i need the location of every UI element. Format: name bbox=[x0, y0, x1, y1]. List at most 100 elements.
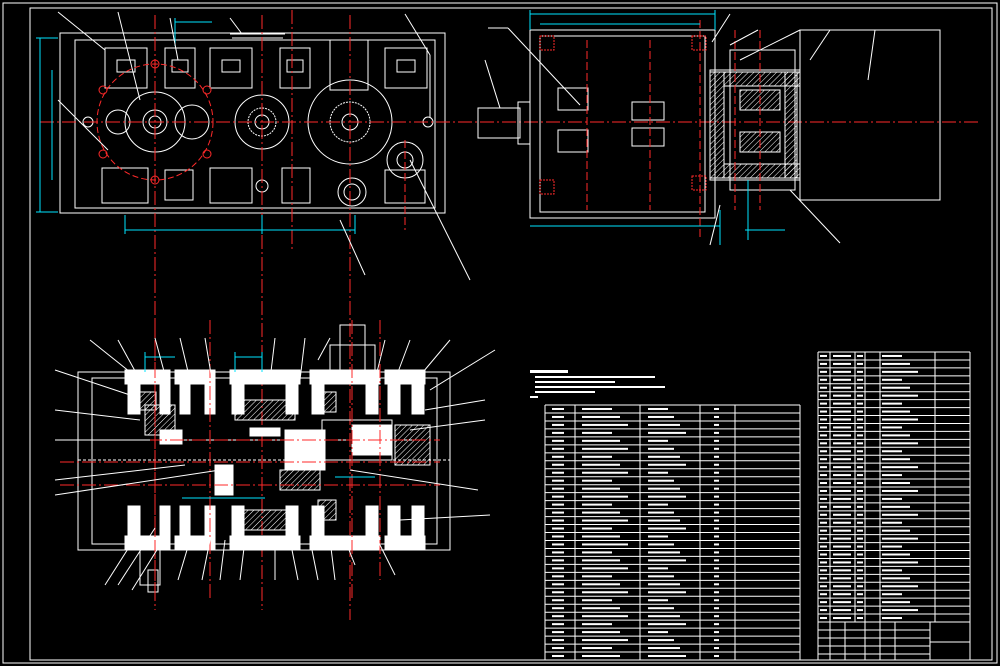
table-cell-text bbox=[648, 495, 686, 498]
table-cell-text bbox=[582, 599, 612, 602]
table-cell-text bbox=[552, 463, 564, 466]
table-cell-text bbox=[648, 647, 680, 650]
table-cell-text bbox=[552, 519, 564, 522]
table-cell-text bbox=[648, 575, 674, 578]
table-cell-text bbox=[833, 466, 851, 469]
table-cell-text bbox=[714, 447, 719, 450]
table-cell-text bbox=[552, 599, 564, 602]
table-cell-text bbox=[833, 569, 851, 572]
top-view-upper-pockets bbox=[104, 39, 428, 91]
table-cell-text bbox=[857, 426, 863, 429]
table-cell-text bbox=[833, 553, 851, 556]
table-cell-text bbox=[882, 617, 902, 620]
table-cell-text bbox=[833, 601, 851, 604]
table-cell-text bbox=[882, 513, 918, 516]
table-cell-text bbox=[833, 585, 851, 588]
table-cell-text bbox=[882, 601, 910, 604]
table-cell-text bbox=[857, 521, 863, 524]
table-cell-text bbox=[833, 577, 851, 580]
table-cell-text bbox=[833, 370, 851, 373]
table-cell-text bbox=[714, 503, 719, 506]
table-cell-text bbox=[857, 505, 863, 508]
side-view-motor bbox=[799, 29, 941, 201]
table-cell-text bbox=[882, 505, 910, 508]
table-cell-text bbox=[582, 559, 620, 562]
table-cell-text bbox=[882, 537, 918, 540]
table-cell-text bbox=[820, 505, 827, 508]
table-cell-text bbox=[820, 378, 827, 381]
table-cell-text bbox=[552, 471, 564, 474]
table-cell-text bbox=[857, 378, 863, 381]
section-view-dimensions bbox=[144, 352, 375, 499]
table-cell-text bbox=[833, 442, 851, 445]
table-cell-text bbox=[552, 575, 564, 578]
table-cell-text bbox=[648, 567, 668, 570]
table-cell-text bbox=[552, 407, 564, 410]
parts-list-middle bbox=[544, 404, 801, 661]
table-cell-text bbox=[857, 370, 863, 373]
table-cell-text bbox=[714, 615, 719, 618]
table-cell-text bbox=[582, 631, 620, 634]
table-cell-text bbox=[820, 450, 827, 453]
table-cell-text bbox=[857, 418, 863, 421]
table-cell-text bbox=[833, 450, 851, 453]
table-cell-text bbox=[552, 487, 564, 490]
table-cell-text bbox=[833, 593, 851, 596]
table-cell-text bbox=[857, 458, 863, 461]
table-cell-text bbox=[648, 439, 668, 442]
table-cell-text bbox=[857, 410, 863, 413]
table-cell-text bbox=[648, 415, 674, 418]
table-cell-text bbox=[882, 410, 910, 413]
table-cell-text bbox=[857, 593, 863, 596]
table-cell-text bbox=[820, 497, 827, 500]
table-cell-text bbox=[857, 569, 863, 572]
top-view-dimensions bbox=[36, 18, 356, 234]
table-cell-text bbox=[820, 442, 827, 445]
table-cell-text bbox=[714, 431, 719, 434]
table-cell-text bbox=[882, 482, 910, 485]
table-cell-text bbox=[882, 362, 910, 365]
title-block bbox=[817, 621, 971, 661]
table-cell-text bbox=[882, 497, 902, 500]
table-cell-text bbox=[582, 655, 620, 658]
table-cell-text bbox=[582, 575, 612, 578]
table-cell-text bbox=[714, 423, 719, 426]
table-cell-text bbox=[714, 495, 719, 498]
table-cell-text bbox=[857, 545, 863, 548]
table-cell-text bbox=[552, 639, 564, 642]
table-cell-text bbox=[552, 615, 564, 618]
table-cell-text bbox=[552, 559, 564, 562]
table-cell-text bbox=[582, 471, 628, 474]
table-cell-text bbox=[820, 601, 827, 604]
table-cell-text bbox=[820, 521, 827, 524]
table-cell-text bbox=[833, 489, 851, 492]
table-cell-text bbox=[882, 418, 918, 421]
table-cell-text bbox=[820, 513, 827, 516]
table-cell-text bbox=[552, 535, 564, 538]
table-cell-text bbox=[714, 567, 719, 570]
table-cell-text bbox=[882, 553, 910, 556]
table-cell-text bbox=[714, 415, 719, 418]
table-cell-text bbox=[552, 631, 564, 634]
table-cell-text bbox=[857, 354, 863, 357]
side-view-section-hatch bbox=[709, 71, 801, 179]
table-cell-text bbox=[882, 577, 910, 580]
table-cell-text bbox=[820, 593, 827, 596]
side-view-leaders bbox=[484, 13, 876, 246]
side-view-housing bbox=[529, 29, 716, 219]
table-cell-text bbox=[582, 439, 620, 442]
table-cell-text bbox=[857, 434, 863, 437]
bearing-bottom bbox=[337, 177, 367, 207]
table-cell-text bbox=[582, 527, 612, 530]
table-cell-text bbox=[882, 489, 918, 492]
table-cell-text bbox=[820, 482, 827, 485]
table-cell-text bbox=[714, 631, 719, 634]
table-cell-text bbox=[582, 647, 612, 650]
table-cell-text bbox=[552, 439, 564, 442]
table-cell-text bbox=[833, 362, 851, 365]
table-cell-text bbox=[648, 487, 680, 490]
table-cell-text bbox=[648, 479, 674, 482]
table-cell-text bbox=[833, 617, 851, 620]
